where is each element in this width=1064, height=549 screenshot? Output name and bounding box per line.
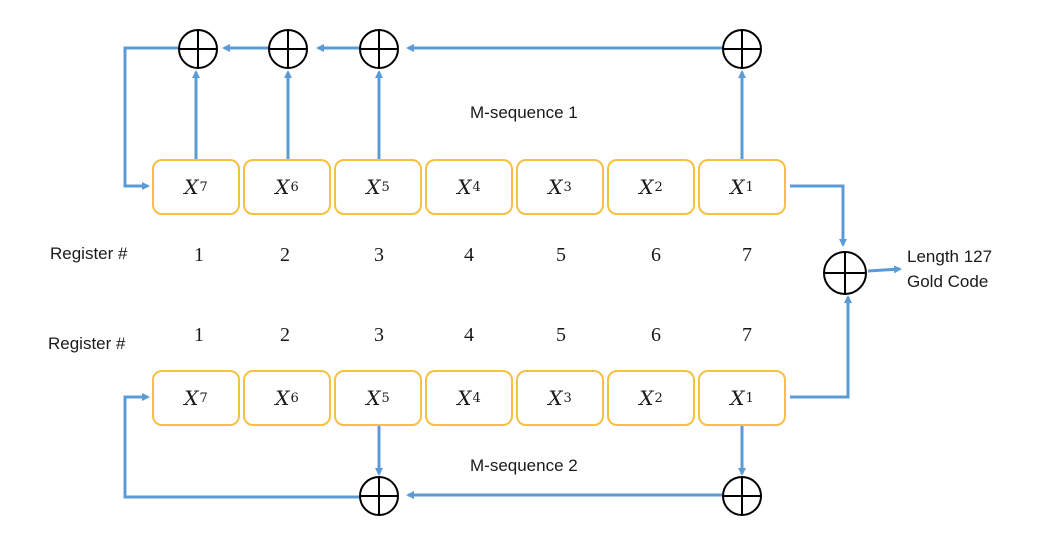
cell-sub: 2 [654,179,663,195]
register-number: 1 [194,244,204,266]
register-number: 4 [464,324,474,346]
xor-output-icon [823,251,867,295]
xor-top-3-icon [359,29,399,69]
register-label-1: Register # [50,244,128,263]
register-number: 1 [194,324,204,346]
output-line-2: Gold Code [907,272,989,291]
gold-code-output-label: Length 127 Gold Code [907,244,992,294]
cell-sub: 7 [199,390,208,406]
cell-var: X [548,386,563,410]
m-sequence-2-title: M-sequence 2 [470,456,578,475]
register-number: 6 [651,324,661,346]
cell-var: X [548,175,563,199]
cell-var: X [275,175,290,199]
cell-var: X [639,175,654,199]
xor-top-4-icon [722,29,762,69]
cell-sub: 6 [290,179,299,195]
cell-var: X [730,175,745,199]
xor-top-2-icon [268,29,308,69]
cell-var: X [275,386,290,410]
register-number: 6 [651,244,661,266]
cell-var: X [184,175,199,199]
register-number: 7 [742,324,752,346]
xor-bottom-2-icon [722,476,762,516]
cell-sub: 1 [745,390,754,406]
cell-sub: 4 [472,390,481,406]
cell-var: X [730,386,745,410]
register-number: 2 [280,324,290,346]
xor-top-1-icon [178,29,218,69]
register-number: 2 [280,244,290,266]
xor-bottom-1-icon [359,476,399,516]
register-number: 5 [556,324,566,346]
cell-var: X [457,175,472,199]
cell-sub: 6 [290,390,299,406]
cell-var: X [184,386,199,410]
register-label-2: Register # [48,334,126,353]
output-line-1: Length 127 [907,247,993,266]
cell-var: X [366,386,381,410]
m-sequence-1-title: M-sequence 1 [470,103,578,122]
cell-sub: 5 [381,390,390,406]
cell-sub: 4 [472,179,481,195]
register-number: 3 [374,324,384,346]
register-number: 7 [742,244,752,266]
register-number: 3 [374,244,384,266]
cell-var: X [639,386,654,410]
cell-sub: 7 [199,179,208,195]
register-number: 4 [464,244,474,266]
cell-sub: 3 [563,179,572,195]
cell-sub: 2 [654,390,663,406]
cell-sub: 1 [745,179,754,195]
cell-var: X [366,175,381,199]
register-number: 5 [556,244,566,266]
cell-var: X [457,386,472,410]
cell-sub: 3 [563,390,572,406]
cell-sub: 5 [381,179,390,195]
